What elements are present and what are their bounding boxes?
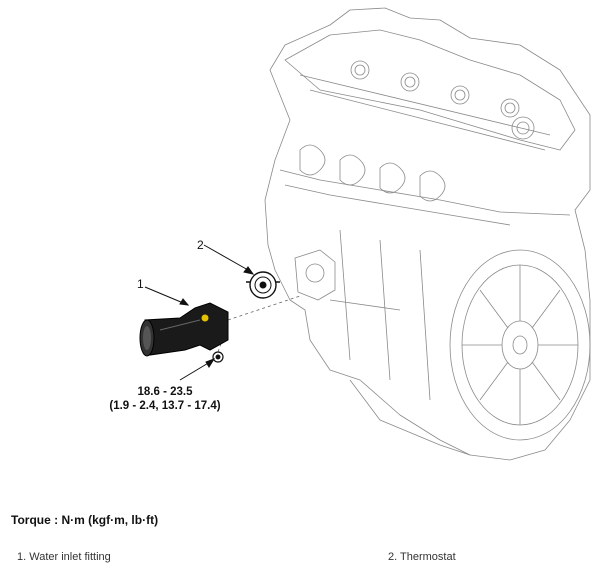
callout-2: 2: [197, 238, 204, 252]
legend-item-water-inlet: 1. Water inlet fitting: [17, 551, 111, 563]
legend-item-thermostat: 2. Thermostat: [388, 551, 456, 563]
callout-1: 1: [137, 277, 144, 291]
cylinder-head-cover: [284, 29, 576, 151]
flywheel: [449, 249, 591, 441]
torque-spec-line2: (1.9 - 2.4, 13.7 - 17.4): [109, 400, 221, 412]
engine-block-outline: [264, 7, 591, 461]
bolt: [212, 351, 224, 363]
thermostat-part: [246, 271, 280, 299]
torque-spec: 18.6 - 23.5 (1.9 - 2.4, 13.7 - 17.4): [100, 385, 230, 413]
water-inlet-fitting-part: [139, 302, 229, 357]
engine-assembly-diagram: [139, 7, 591, 461]
torque-units-title: Torque : N·m (kgf·m, lb·ft): [11, 513, 159, 527]
torque-spec-line1: 18.6 - 23.5: [137, 386, 193, 398]
